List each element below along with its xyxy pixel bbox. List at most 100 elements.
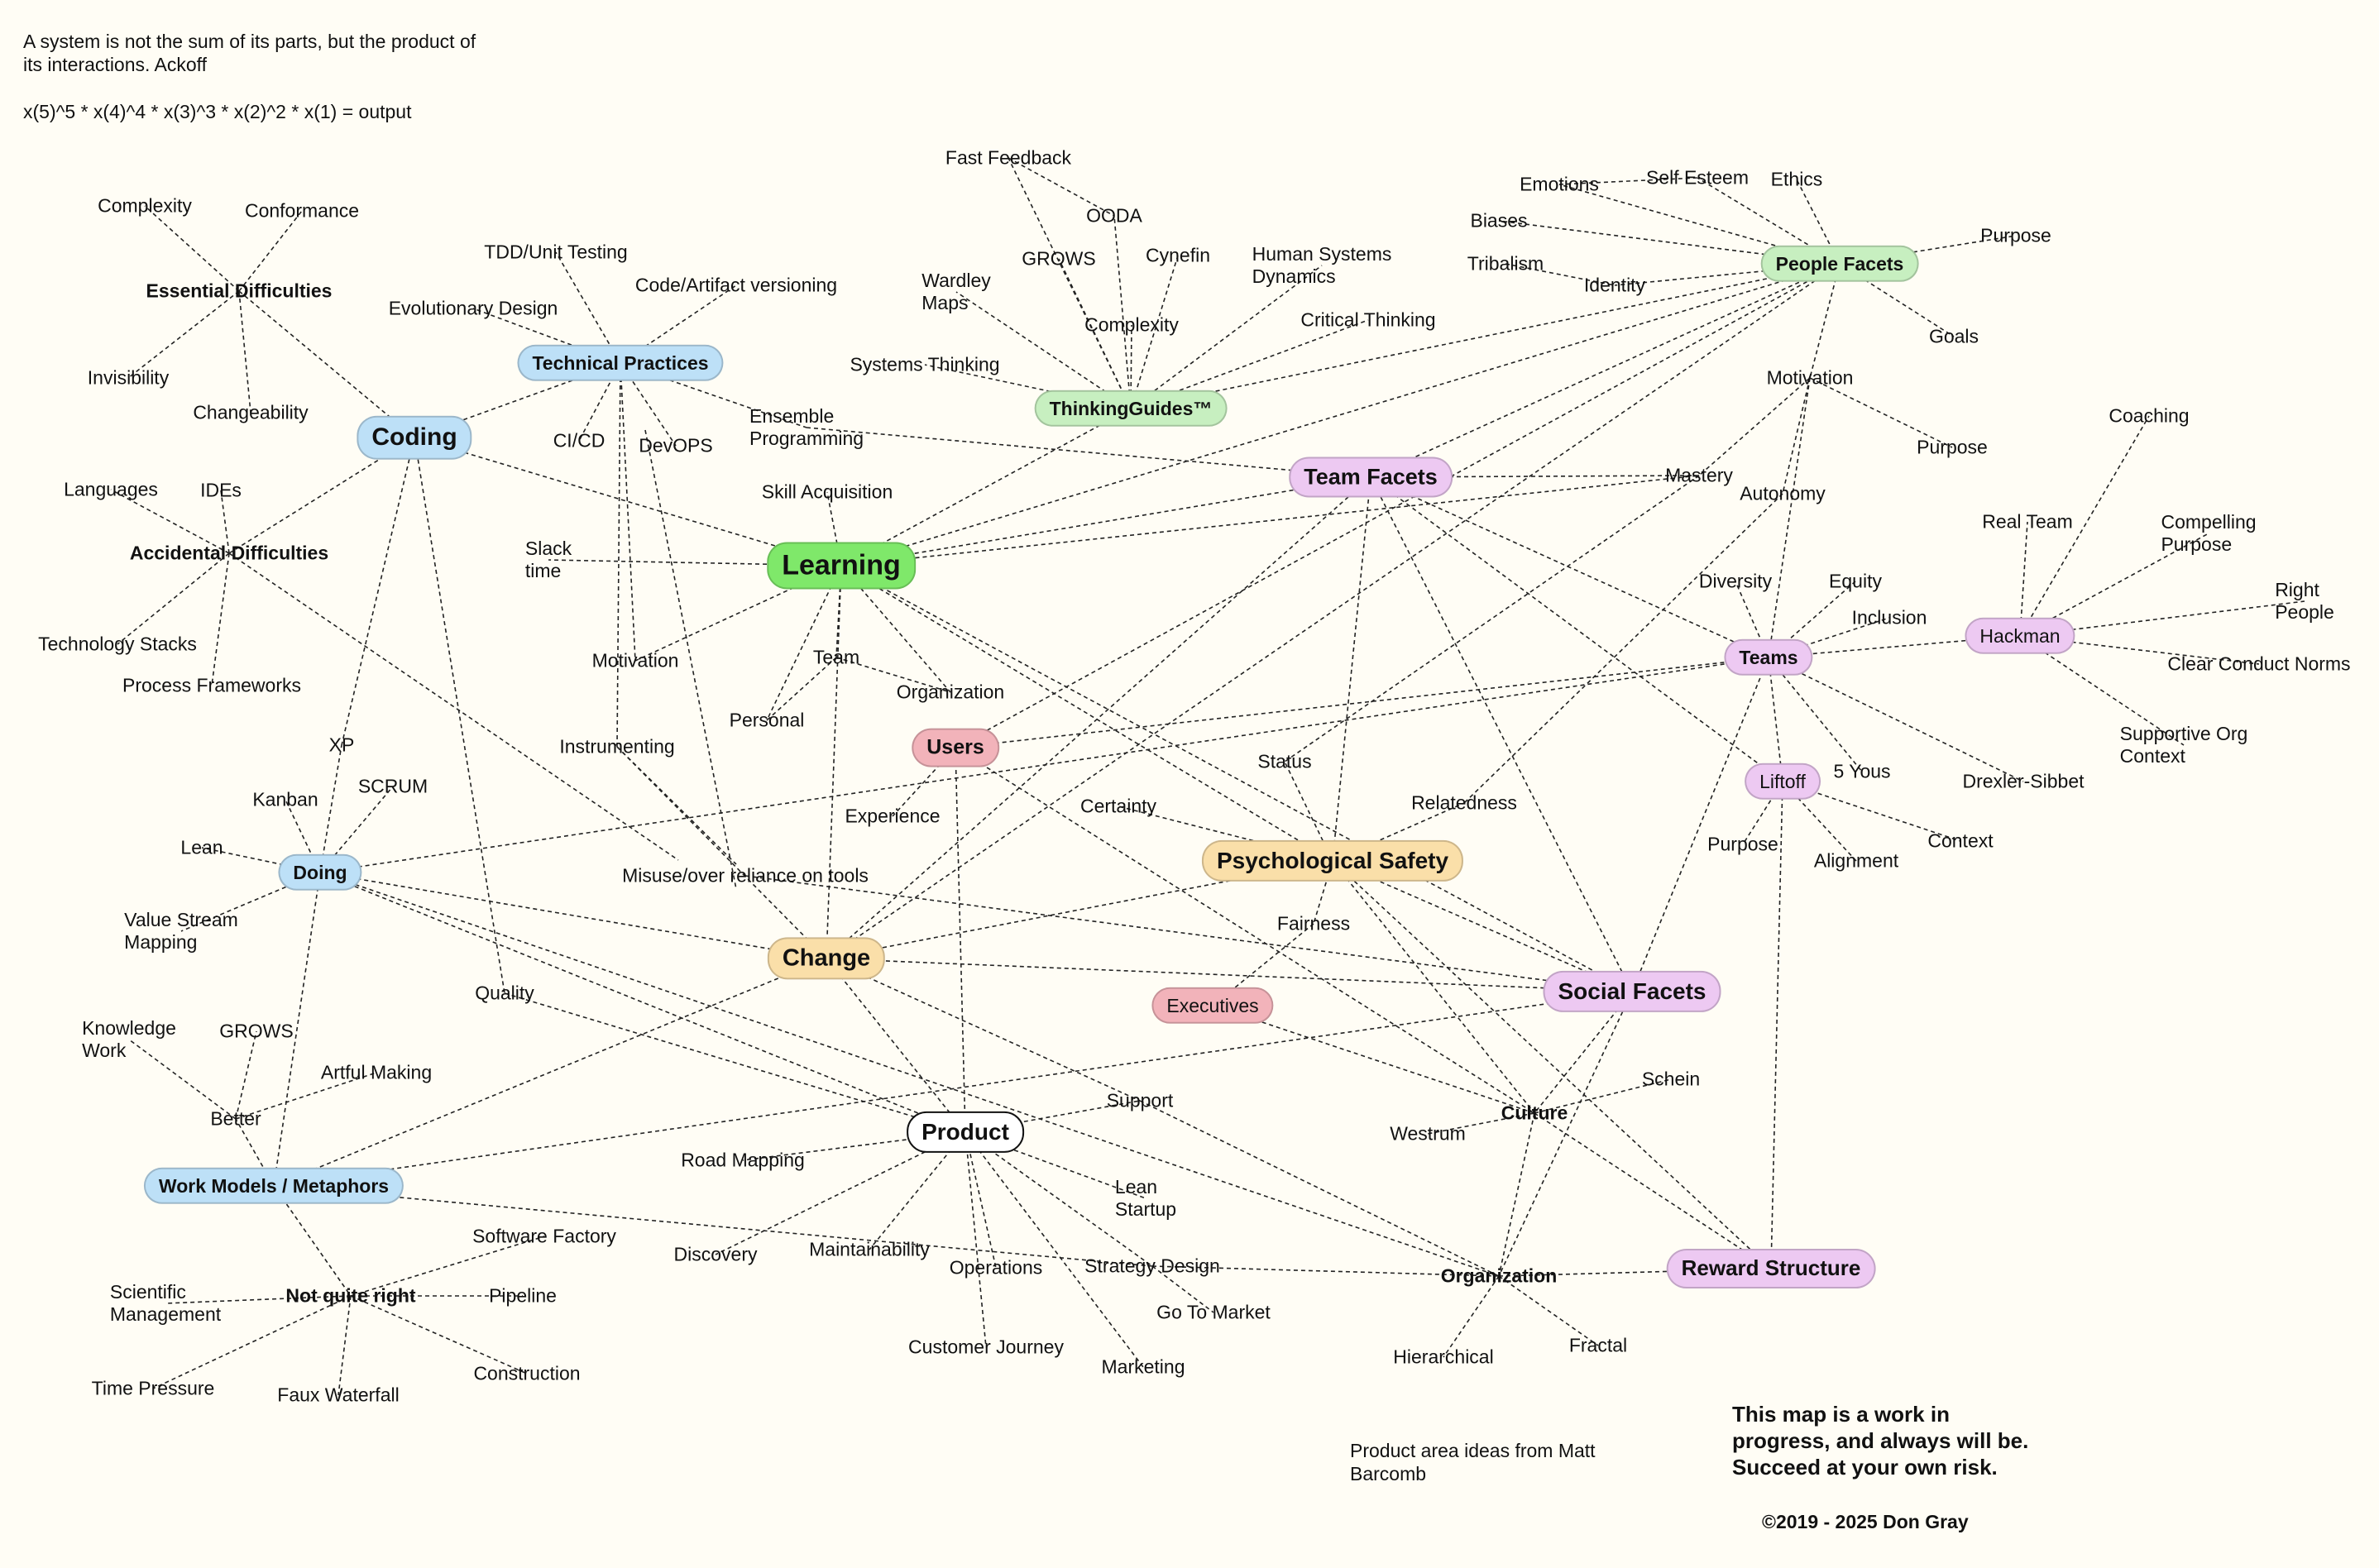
connection-line [1558,177,1698,185]
connection-line [1130,265,1323,409]
leaf-scientific-management: Scientific Management [109,1281,222,1325]
connection-line [201,847,321,873]
node-organization[interactable]: Organization [1440,1264,1558,1287]
connection-line [319,872,827,959]
leaf-road-mapping: Road Mapping [681,1149,805,1171]
leaf-evolutionary-design: Evolutionary Design [388,297,558,319]
node-executives[interactable]: Executives [1151,987,1274,1025]
leaf-ooda: OODA [1086,204,1142,227]
connection-line [924,364,1132,409]
connection-line [744,875,1633,992]
connection-line [616,362,621,748]
leaf-faux-waterfall: Faux Waterfall [277,1384,400,1406]
connection-line [620,362,636,662]
leaf-motivation-learning: Motivation [591,649,679,672]
leaf-personal: Personal [729,709,805,731]
connection-line [955,263,1840,748]
node-thinkingguides[interactable]: ThinkingGuides™ [1034,390,1228,428]
ackoff-quote: A system is not the sum of its parts, bu… [23,31,476,75]
connection-line [319,872,966,1133]
connection-line [1130,263,1840,409]
connection-line [1534,1078,1672,1114]
leaf-languages: Languages [64,478,158,500]
leaf-critical-thinking: Critical Thinking [1300,308,1436,331]
connection-line [826,263,1840,959]
node-not-quite-right[interactable]: Not quite right [285,1284,416,1307]
connection-line [766,565,842,721]
node-work-models-metaphors[interactable]: Work Models / Metaphors [143,1167,404,1205]
node-technical-practices[interactable]: Technical Practices [517,344,724,382]
connection-line [273,872,321,1187]
work-in-progress-note: This map is a work in progress, and alwa… [1732,1402,2029,1480]
connection-line [1332,476,1371,862]
connection-line [1151,1265,1500,1277]
connection-line [1809,377,1953,448]
connection-line [1370,476,1783,782]
leaf-maintainability: Maintainability [809,1238,930,1260]
output-formula: x(5)^5 * x(4)^4 * x(3)^3 * x(2)^2 * x(1)… [23,101,412,122]
connection-line [341,437,415,746]
connection-line [1058,258,1132,409]
connection-line [1130,324,1132,409]
connection-line [840,475,1700,566]
connection-line [350,1295,528,1374]
connection-line [319,744,342,873]
leaf-customer-journey: Customer Journey [908,1336,1064,1358]
node-users[interactable]: Users [912,728,999,767]
product-credit-note: Product area ideas from Matt Barcomb [1350,1440,1596,1484]
leaf-marketing: Marketing [1101,1355,1185,1378]
node-hackman[interactable]: Hackman [1965,617,2075,655]
leaf-wardley-maps: Wardley Maps [921,270,991,313]
connection-line [211,552,230,686]
node-product[interactable]: Product [907,1111,1024,1154]
leaf-autonomy: Autonomy [1740,482,1826,504]
copyright: ©2019 - 2025 Don Gray [1762,1511,1969,1532]
node-reward-structure[interactable]: Reward Structure [1666,1249,1876,1288]
node-learning[interactable]: Learning [767,542,916,590]
connection-line [835,657,951,693]
node-doing[interactable]: Doing [278,853,362,892]
node-social-facets[interactable]: Social Facets [1543,970,1721,1013]
node-accidental-difficulties[interactable]: Accidental Difficulties [129,542,329,564]
leaf-self-esteem: Self Esteem [1646,166,1749,189]
node-teams[interactable]: Teams [1724,638,1813,676]
leaf-skill-acquisition: Skill Acquisition [761,480,893,503]
connection-line [826,476,1371,959]
connection-line [1498,220,1840,265]
connection-line [826,491,842,566]
leaf-goals: Goals [1928,325,1979,347]
leaf-xp: XP [328,734,355,756]
leaf-complexity-thinkingguides: Complexity [1084,313,1179,336]
connection-line [955,291,1132,409]
connection-line [228,552,679,861]
connection-line [1768,657,1783,782]
connection-line [1498,1112,1535,1277]
leaf-lean-startup: Lean Startup [1114,1176,1177,1220]
node-people-facets[interactable]: People Facets [1760,245,1919,283]
connection-line [1332,860,1535,1114]
leaf-status: Status [1257,750,1312,772]
node-team-facets[interactable]: Team Facets [1289,457,1453,498]
connection-line [238,290,251,414]
leaf-systems-thinking: Systems Thinking [850,353,1000,375]
connection-line [238,290,415,438]
node-change[interactable]: Change [767,937,886,980]
connection-line [1113,215,1132,409]
node-liftoff[interactable]: Liftoff [1745,762,1821,801]
leaf-organization-learning: Organization [896,681,1005,703]
connection-line [1697,177,1840,265]
connection-line [1768,377,1811,658]
node-culture[interactable]: Culture [1501,1102,1568,1124]
node-coding[interactable]: Coding [357,415,472,460]
leaf-strategy-design: Strategy Design [1084,1255,1220,1277]
connection-line [1534,1112,1772,1269]
connection-line [273,991,1633,1187]
node-essential-difficulties[interactable]: Essential Difficulties [146,280,333,302]
node-psychological-safety[interactable]: Psychological Safety [1201,839,1464,882]
connection-line [504,992,966,1133]
connection-line [285,799,321,873]
connection-line [144,205,240,292]
connection-line [806,427,1371,478]
